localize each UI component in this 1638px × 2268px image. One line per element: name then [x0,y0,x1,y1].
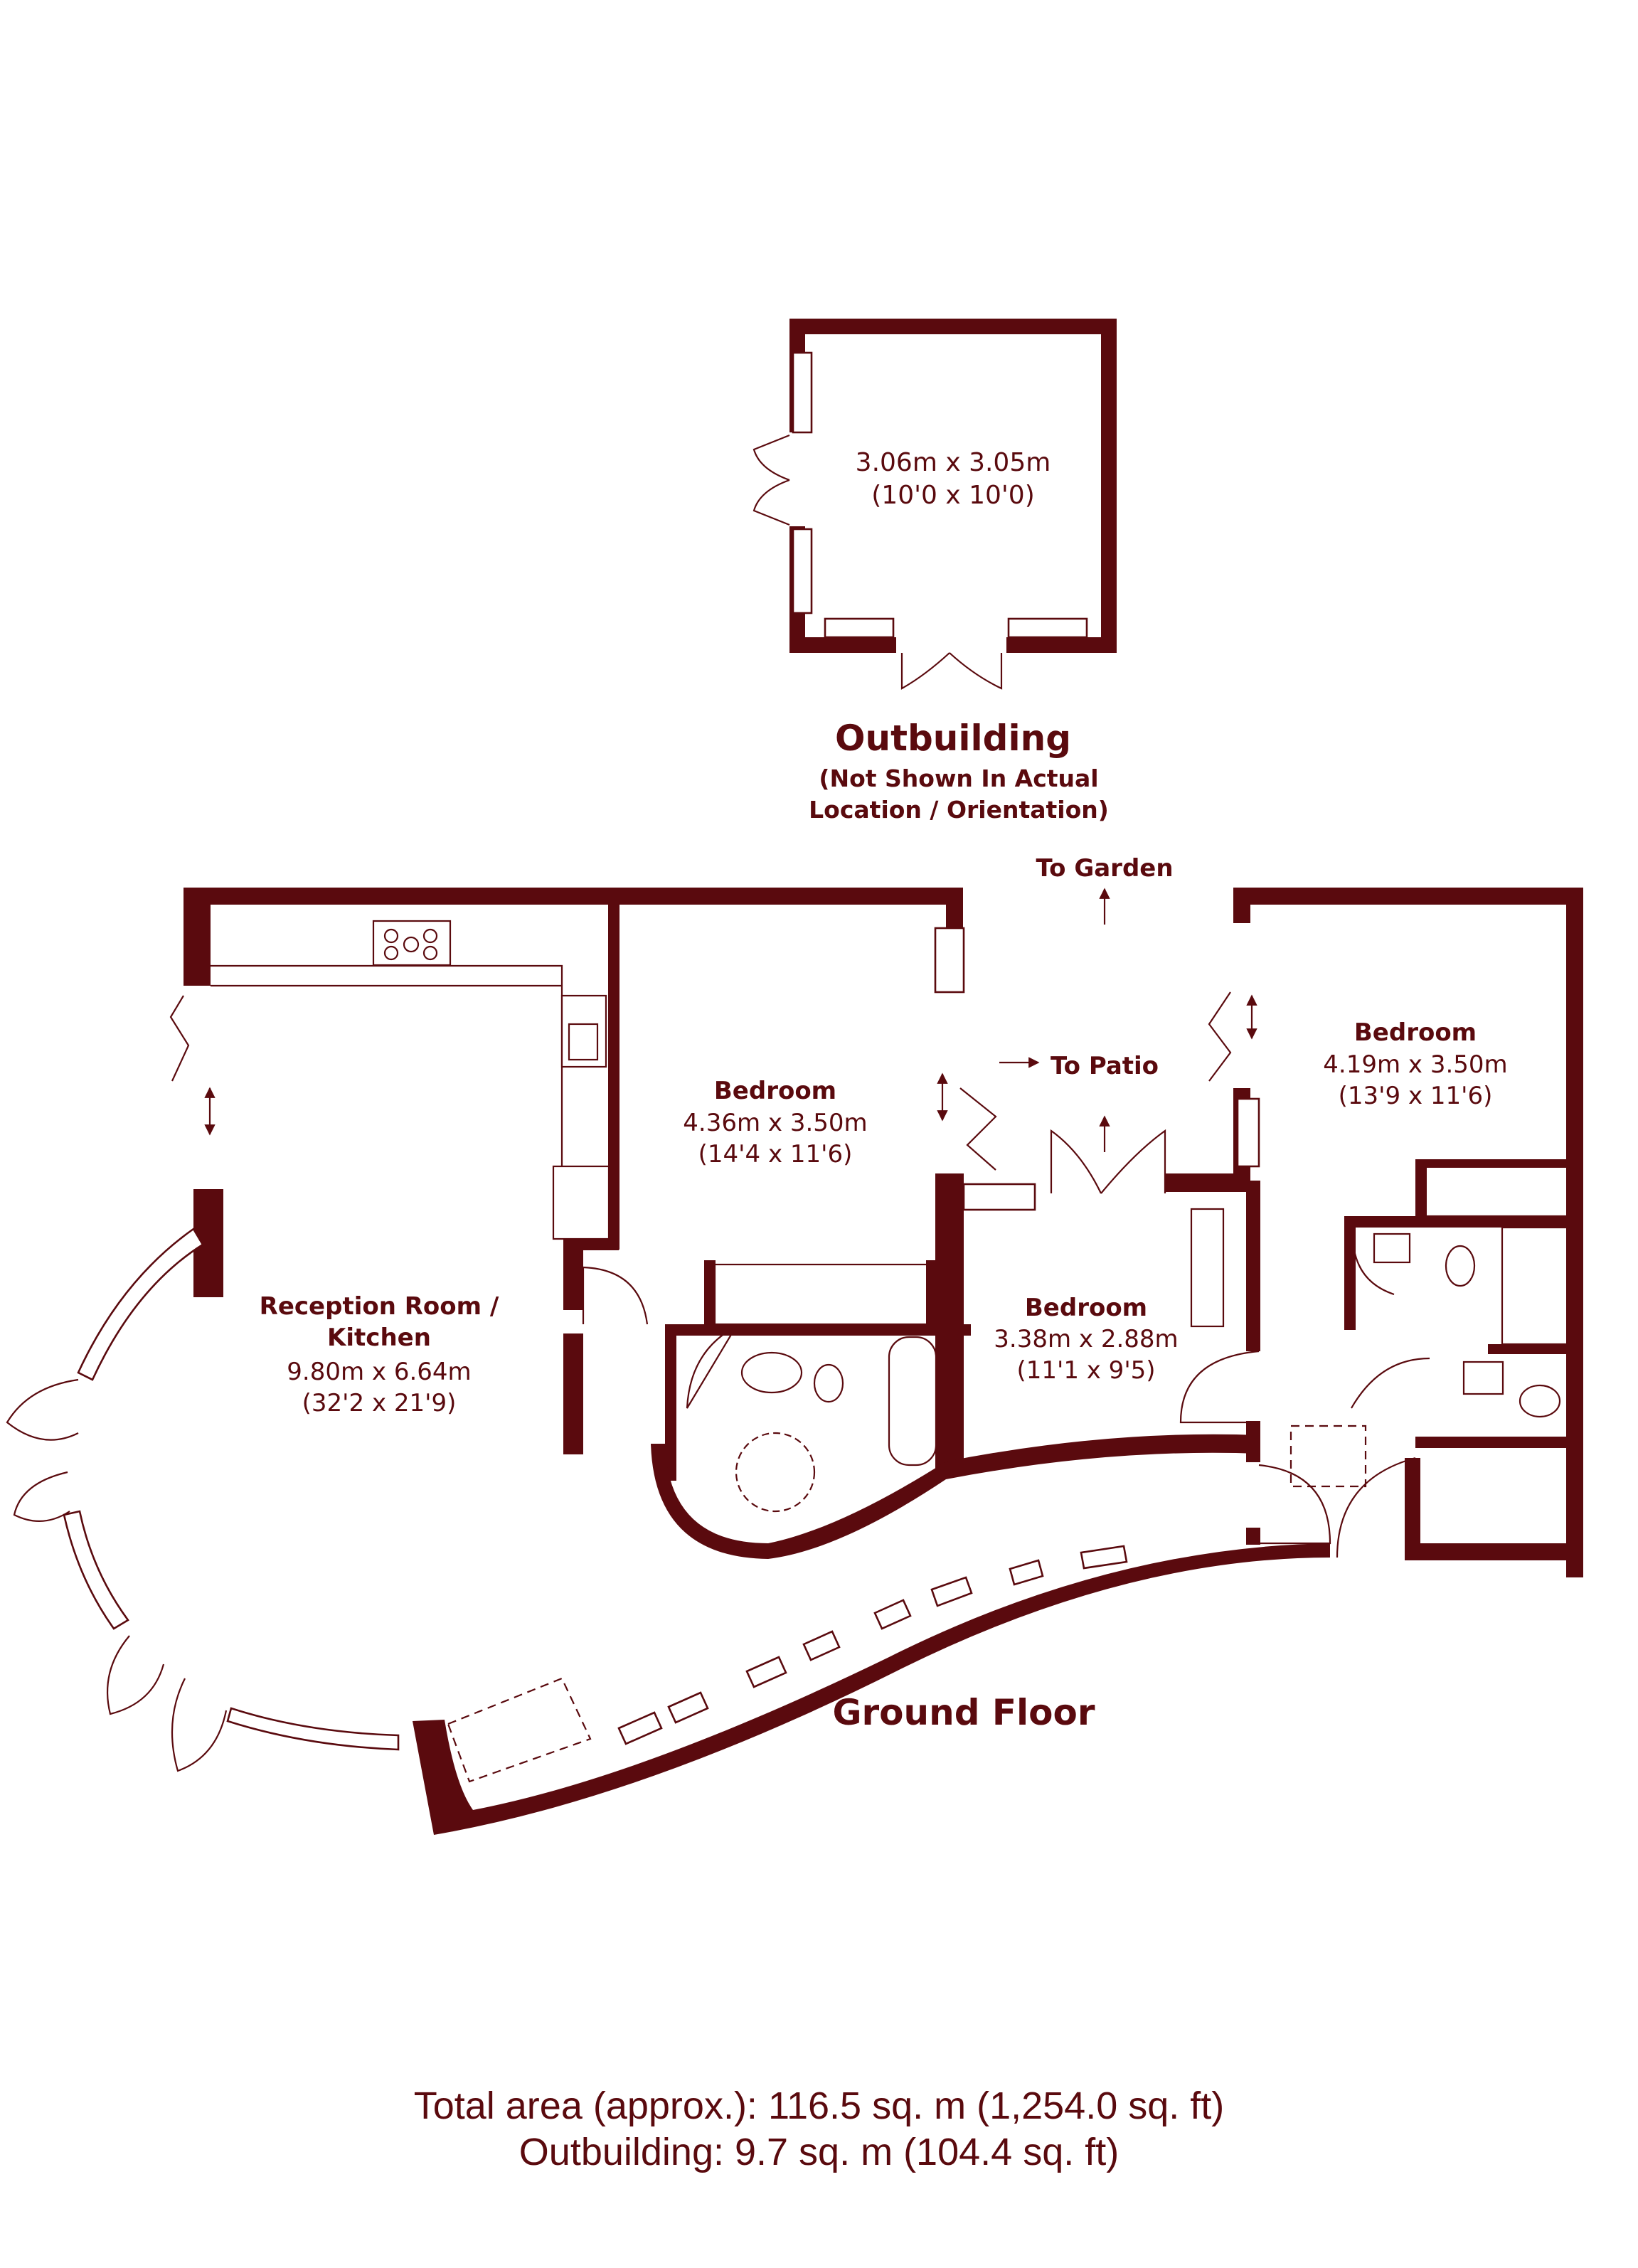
window-strip [617,1545,1128,1745]
room-dims-metric: 9.80m x 6.64m [287,1358,471,1386]
room-dims-metric: 3.38m x 2.88m [994,1325,1178,1353]
window [63,1510,129,1630]
outbuilding-title: Outbuilding [835,718,1071,759]
room-bedroom-3: Bedroom 4.19m x 3.50m (13'9 x 11'6) [1323,1018,1507,1110]
room-bedroom-2: Bedroom 3.38m x 2.88m (11'1 x 9'5) [994,1294,1178,1385]
basin-icon [1373,1233,1411,1264]
room-dims-metric: 4.19m x 3.50m [1323,1050,1507,1079]
window [226,1707,400,1751]
room-dims-imperial: (13'9 x 11'6) [1339,1082,1493,1110]
shower-icon [735,1432,816,1513]
outbuilding-plan: 3.06m x 3.05m (10'0 x 10'0) Outbuilding … [752,319,1117,824]
to-garden-label: To Garden [1036,854,1173,883]
ground-floor-walls [63,888,1583,1835]
toilet-icon [813,1363,844,1403]
to-patio-label: To Patio [1051,1052,1159,1080]
room-reception: Reception Room / Kitchen 9.80m x 6.64m (… [260,1292,499,1417]
room-dims-metric: 4.36m x 3.50m [683,1109,867,1137]
total-area-text: Total area (approx.): 116.5 sq. m (1,254… [413,2085,1225,2127]
hob-icon [372,920,452,967]
basin-icon [740,1351,803,1394]
french-door [752,434,790,526]
outbuilding-note-line1: (Not Shown In Actual [819,765,1098,792]
toilet-icon [1519,1384,1561,1418]
window [1007,617,1088,639]
outbuilding-dims-metric: 3.06m x 3.05m [856,448,1051,477]
fridge [552,1165,610,1240]
ground-floor-title: Ground Floor [832,1692,1095,1733]
outbuilding-area-text: Outbuilding: 9.7 sq. m (104.4 sq. ft) [518,2131,1120,2173]
doors [6,991,1430,1772]
room-name: Bedroom [714,1077,836,1105]
window [934,927,965,994]
room-name: Bedroom [1025,1294,1147,1322]
room-dims-imperial: (32'2 x 21'9) [302,1389,457,1417]
window [962,1183,1036,1211]
bath-icon [888,1336,937,1466]
room-name: Kitchen [327,1324,431,1352]
window [824,617,895,639]
basin-icon [1462,1361,1504,1395]
window [792,528,813,614]
room-bedroom-1: Bedroom 4.36m x 3.50m (14'4 x 11'6) [683,1077,867,1168]
direction-arrows [204,888,1257,1152]
fixtures [211,920,1573,1783]
room-dims-imperial: (11'1 x 9'5) [1016,1356,1155,1385]
window [1236,1097,1260,1168]
room-dims-imperial: (14'4 x 11'6) [698,1140,853,1168]
french-door [900,652,1003,690]
outbuilding-dims-imperial: (10'0 x 10'0) [871,481,1035,510]
window [792,351,813,434]
window [77,1228,204,1381]
outbuilding-note-line2: Location / Orientation) [809,796,1109,824]
room-name: Bedroom [1354,1018,1477,1047]
shower-icon [1501,1226,1569,1346]
toilet-icon [1445,1245,1476,1287]
room-name: Reception Room / [260,1292,499,1321]
